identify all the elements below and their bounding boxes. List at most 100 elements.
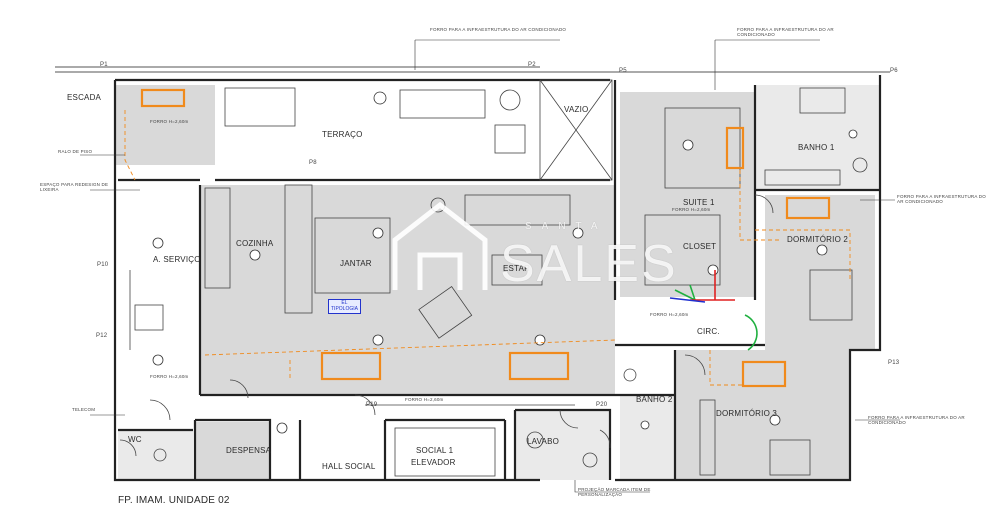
area-despensa — [195, 422, 270, 480]
ceiling-light — [373, 91, 387, 105]
outer-wall — [113, 80, 540, 482]
tipologia-tag: EL TIPOLOGIA — [328, 299, 361, 314]
room-label-jantar: JANTAR — [340, 259, 372, 268]
room-label-escada: ESCADA — [67, 93, 102, 102]
room-label-dormitorio3: DORMITÓRIO 3 — [716, 409, 778, 418]
door-swing — [754, 194, 774, 214]
note-ac-right-low: FORRO PARA A INFRAESTRUTURA DO AR CONDIC… — [868, 415, 965, 425]
armchair — [418, 286, 473, 339]
ceiling-light — [249, 249, 261, 261]
area-dorm3 — [675, 350, 850, 480]
room-label-suite: SUITE 1 — [683, 198, 715, 207]
ceiling-light — [816, 244, 828, 256]
area-suite — [620, 92, 755, 297]
banho1-tub — [799, 87, 846, 114]
door-swing — [229, 379, 249, 399]
dorm3-bed — [769, 439, 811, 476]
pillar-label: P5 — [619, 68, 627, 74]
ceiling-light — [640, 420, 650, 430]
pillar-label: P6 — [890, 68, 898, 74]
area-wc — [118, 430, 193, 480]
room-label-social: SOCIAL 1 — [416, 446, 454, 455]
coffee-table — [491, 254, 543, 286]
room-label-circ: CIRC. — [697, 327, 720, 336]
pillar-label: P10 — [97, 262, 109, 268]
ac-duct-line — [124, 110, 136, 181]
elevator-shaft — [394, 427, 496, 477]
room-label-banho1: BANHO 1 — [798, 143, 835, 152]
ceiling-light — [848, 129, 858, 139]
banho2-toilet — [623, 368, 637, 382]
ac-unit — [785, 196, 831, 220]
area-banho1 — [755, 85, 880, 190]
area-living — [200, 185, 615, 395]
door-swing — [559, 409, 579, 429]
area-banho2 — [620, 395, 675, 480]
room-label-hall: HALL SOCIAL — [322, 462, 376, 471]
note-ac-right-mid: FORRO PARA A INFRAESTRUTURA DO AR CONDIC… — [897, 194, 986, 204]
pillar-label: P20 — [596, 402, 608, 408]
vazio-cross-line — [539, 79, 613, 181]
lavabo-toilet — [582, 452, 598, 468]
note-forro: FORRO H=2,60m — [405, 397, 444, 402]
despensa-wall — [193, 418, 272, 480]
note-leader — [574, 480, 650, 493]
wc-toilet — [153, 448, 167, 462]
pillar-label: P13 — [888, 360, 900, 366]
note-ac-top-right: FORRO PARA A INFRAESTRUTURA DO AR CONDIC… — [737, 27, 834, 37]
note-projecao: PROJEÇÃO MARCADA ITEM DE PERSONALIZAÇÃO — [578, 487, 651, 497]
room-label-banho2: BANHO 2 — [636, 395, 673, 404]
plan-caption: FP. IMAM. UNIDADE 02 — [118, 495, 230, 506]
living-plant — [430, 197, 446, 213]
room-label-wc: WC — [128, 435, 142, 444]
right-outer-wall — [615, 75, 882, 482]
ceiling-light — [534, 334, 546, 346]
laundry-tank — [134, 304, 164, 331]
note-forro: FORRO H=2,60m — [650, 312, 689, 317]
note-espaco: ESPAÇO PARA REDESIGN DE LIXEIRA — [40, 182, 109, 192]
note-forro: FORRO H=2,60m — [672, 207, 711, 212]
ac-unit — [508, 351, 570, 381]
area-dorm2 — [765, 195, 875, 350]
note-ac-top-center: FORRO PARA A INFRAESTRUTURA DO AR CONDIC… — [430, 27, 567, 32]
watermark-house-logo — [417, 252, 463, 290]
pillar-label: P2 — [528, 62, 536, 68]
door-swing — [119, 439, 137, 457]
tag-line-2: TIPOLOGIA — [331, 305, 358, 312]
ac-duct-line — [204, 339, 616, 356]
terrace-chair — [494, 124, 526, 154]
room-label-elevador: ELEVADOR — [411, 458, 456, 467]
dining-table — [314, 217, 391, 294]
lavabo-wall — [513, 408, 612, 480]
door-swing — [354, 394, 376, 416]
vazio-void — [539, 79, 613, 181]
terrace-sofa — [399, 89, 486, 119]
dorm2-bed — [809, 269, 853, 321]
ceiling-light — [769, 414, 781, 426]
ac-unit — [320, 351, 382, 381]
ac-unit — [140, 88, 186, 108]
room-label-vazio: VAZIO — [564, 105, 589, 114]
note-ralo: RALO DE PISO — [58, 149, 93, 154]
marker-blue — [669, 297, 706, 303]
sofa — [464, 194, 571, 226]
ac-duct-line — [755, 229, 851, 280]
door-swing — [149, 399, 171, 421]
ceiling-light — [372, 227, 384, 239]
pillar-label: P12 — [96, 333, 108, 339]
ac-duct-line — [709, 350, 745, 386]
pillar-label: P1 — [100, 62, 108, 68]
kitchen-island — [284, 184, 313, 314]
ceiling-light — [682, 139, 694, 151]
closet-block — [644, 214, 721, 286]
suite-bed — [664, 107, 741, 189]
pillar-label: P19 — [366, 402, 378, 408]
watermark-prefix: SANTA — [525, 221, 608, 232]
room-label-estar: ESTAR — [503, 264, 531, 273]
marker-green — [744, 314, 758, 351]
banho1-counter — [764, 169, 841, 186]
note-telecom: TELECOM — [72, 407, 96, 412]
watermark-house-logo — [392, 201, 488, 290]
room-label-closet: CLOSET — [683, 242, 717, 251]
